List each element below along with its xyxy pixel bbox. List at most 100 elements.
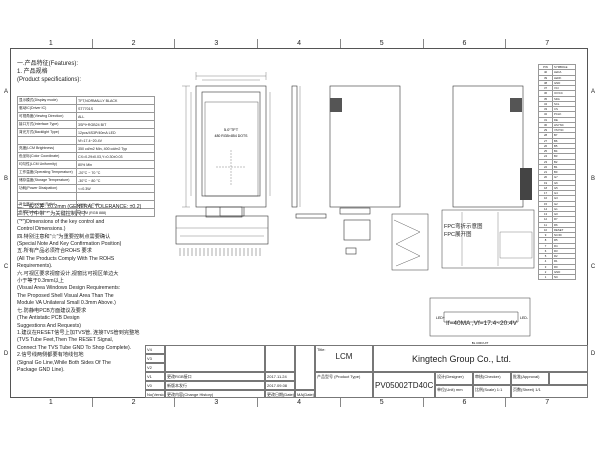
note-line: 三.尺寸中带"*"为关键控制尺寸 — [17, 211, 87, 218]
resolution-label: 480 RGB×854 DOTS — [215, 134, 249, 138]
title-label: Title: — [317, 347, 326, 352]
title-cell: Title: LCM — [315, 345, 373, 372]
zone-label: 4 — [257, 398, 340, 407]
title-value: LCM — [335, 352, 353, 361]
pin-number: 1 — [538, 273, 553, 281]
note-line: (All The Products Comply With The ROHS — [17, 255, 115, 262]
note-line: (The Antistatic PCB Design — [17, 315, 80, 322]
note-line: (Signal Go Line,While Both Sides Of The — [17, 359, 111, 366]
note-line: (Special Note And Key Confirmation Posit… — [17, 241, 122, 248]
change-header: No(Version) — [145, 390, 165, 398]
note-line: 小于等于0.3mm以上 — [17, 278, 64, 285]
note-line: 二.一般公差: ±0.2mm (GENERAL TOLERANCE: ±0.2) — [17, 204, 142, 210]
change-header: MA(Date) — [295, 390, 315, 398]
note-line: 五.所有产品必须符合ROHS 要求 — [17, 248, 92, 255]
bl-circuit-label: BL CIRCUIT — [472, 341, 489, 345]
zone-label: D — [590, 351, 596, 358]
scale-label: 比例(Scale) — [475, 387, 496, 392]
title-block: V4 V3 V2 V1 V0 No(Version) 更改RGB接口 新版本发行… — [145, 345, 588, 398]
zone-label: 6 — [422, 398, 506, 407]
ma-cell — [295, 345, 315, 390]
side-view — [291, 85, 371, 255]
notes-block: 二.一般公差: ±0.2mm (GENERAL TOLERANCE: ±0.2)… — [17, 204, 167, 374]
note-line: 四.特别注意和"☆"为重要控制点需要确认 — [17, 233, 111, 240]
version-cell: V1 — [145, 372, 165, 381]
zone-strip-bottom: 1 2 3 4 5 6 7 — [10, 398, 588, 407]
note-line: 七.防静电PCB方面建议及要求 — [17, 307, 87, 314]
checker-label: 审核(Checker) — [473, 372, 511, 385]
backlight-circuit — [429, 297, 531, 337]
zone-strip-left: A B C D — [2, 48, 10, 398]
blank-change-cell — [165, 345, 265, 372]
change-header: 更改内容(Change History) — [165, 390, 265, 398]
zone-label: 1 — [48, 399, 53, 406]
spec-subtitle-en: (Product specifications): — [17, 77, 82, 83]
product-type-value: PV05002TD40C — [373, 372, 435, 398]
zone-label: 6 — [422, 39, 506, 48]
zone-label: 4 — [257, 39, 340, 48]
features-title: 一.产品特征(Features): — [17, 61, 79, 67]
pin-symbol: NC — [552, 273, 576, 281]
scale-value: 1:1 — [496, 387, 503, 392]
approval-sign-cell — [549, 372, 588, 385]
v0-date: 2017.09.08 — [265, 381, 295, 390]
unit-cell: 单位(Unit) mm — [435, 385, 473, 398]
change-header: 更改日期(Date) — [265, 390, 295, 398]
note-line: The Proposed Shell Visual Area Than The — [17, 292, 114, 299]
module-outline — [195, 85, 267, 208]
zone-label: C — [3, 263, 9, 270]
note-line: (Visual Area Windows Design Requirements… — [17, 285, 121, 292]
scale-cell: 比例(Scale) 1:1 — [473, 385, 511, 398]
product-label-cell: 产品型号 (Product Type) — [315, 372, 373, 398]
blank-date-cell — [265, 345, 295, 372]
note-line: Module VA Unilateral Small 0.3mm Above.) — [17, 300, 116, 307]
backlight-formula: If=40MA ,Vf=17.4~20.4V — [446, 320, 518, 327]
zone-label: 5 — [339, 39, 423, 48]
sheet-cell: 页数(Sheet) 1/1 — [511, 385, 588, 398]
fpc-unfold-label: FPC展开图 — [444, 232, 472, 238]
zone-strip-right: A B C D — [589, 48, 597, 398]
version-cell: V2 — [145, 363, 165, 372]
version-cell: V4 — [145, 345, 165, 354]
zone-label: B — [3, 176, 8, 183]
v0-change: 新版本发行 — [165, 381, 265, 390]
note-line: ("*")Dimensions of the key control and — [17, 218, 105, 225]
front-view — [182, 72, 271, 217]
zone-label: C — [590, 263, 596, 270]
spec-heading: 一.产品特征(Features): 1. 产品规格 (Product speci… — [17, 60, 81, 84]
sheet-label: 页数(Sheet) — [513, 387, 535, 392]
note-line: (TVS Tube Feet,Then The RESET Signal, — [17, 337, 114, 344]
approval-label: 批准(Approval) — [511, 372, 549, 385]
zone-strip-top: 1 2 3 4 5 6 7 — [10, 39, 588, 48]
rear-view — [329, 85, 532, 208]
zone-label: B — [590, 176, 595, 183]
product-label: 产品型号 (Product Type) — [317, 374, 361, 379]
note-line: 六.可视区要求视窗设计,视窗比可视区单边大 — [17, 270, 119, 277]
version-cell: V0 — [145, 381, 165, 390]
zone-label: 1 — [48, 40, 53, 47]
note-line: Package GND Line). — [17, 366, 65, 373]
version-cell: V3 — [145, 354, 165, 363]
connector-pins — [179, 248, 261, 256]
zone-label: 7 — [505, 398, 588, 407]
display-size-label: 5.0"TFT — [224, 127, 239, 132]
fpc-bend-diagram — [391, 209, 535, 271]
led-plus-label: LED+ — [436, 316, 445, 320]
zone-label: 3 — [174, 39, 257, 48]
note-line: Suggestions And Requests) — [17, 322, 82, 329]
v1-change: 更改RGB接口 — [165, 372, 265, 381]
note-line: 2.信号线两侧都要有地线包地 — [17, 352, 84, 359]
zone-label: 5 — [339, 398, 423, 407]
zone-label: D — [3, 351, 9, 358]
note-line: Control Dimensions.) — [17, 226, 66, 233]
zone-label: 2 — [91, 39, 175, 48]
led-minus-label: LED- — [520, 316, 529, 320]
zone-label: A — [590, 88, 595, 95]
spec-row: 色彩(Color)16.7M (RGB 888) — [17, 208, 155, 217]
zone-label: A — [3, 88, 8, 95]
zone-label: 3 — [174, 398, 257, 407]
